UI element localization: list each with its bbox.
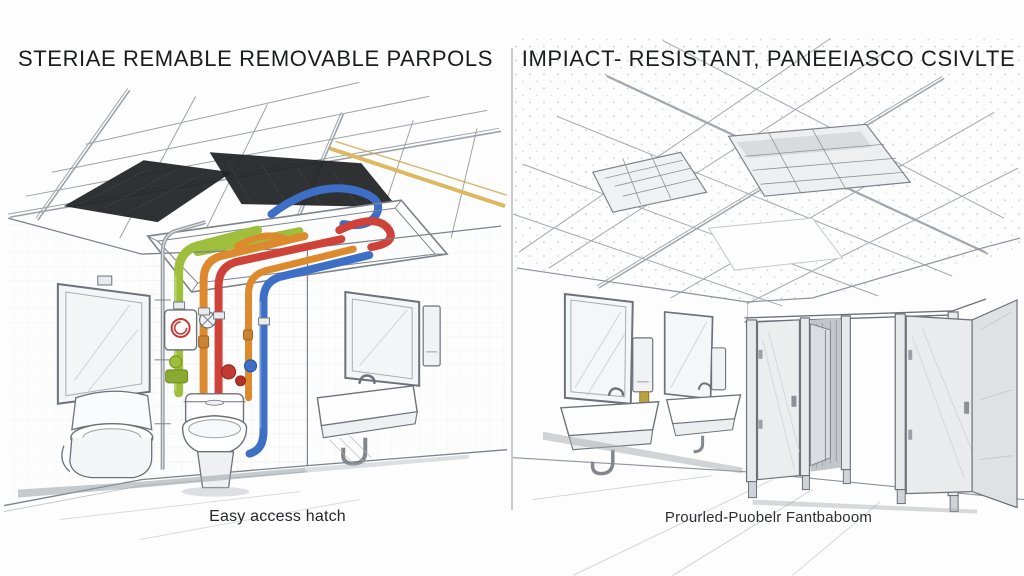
stall-door-1 xyxy=(756,319,801,481)
mirror-left xyxy=(56,275,151,405)
mirror-1 xyxy=(563,292,634,405)
open-door-panel xyxy=(809,323,831,467)
sink-right xyxy=(316,374,418,466)
toilet-stalls xyxy=(744,298,1018,514)
wall-conduit-gray xyxy=(154,220,207,470)
sink-2 xyxy=(665,382,742,454)
pilaster xyxy=(894,313,906,491)
right-panel-title: IMPIACT- RESISTANT, PANEEIASCO CSIVLTE xyxy=(521,46,1016,71)
stall-door-3 xyxy=(905,315,973,495)
floor-shadows xyxy=(17,454,470,540)
wall-base-shadow xyxy=(542,431,743,474)
pilaster xyxy=(840,315,851,471)
soap-dispenser-1 xyxy=(632,337,654,393)
stall-return-panel xyxy=(971,299,1018,509)
pipe-green xyxy=(174,225,262,398)
pilaster xyxy=(745,319,758,483)
pipe-fittings xyxy=(163,301,270,387)
stall-open xyxy=(809,317,841,472)
wall-toilet-left xyxy=(61,390,154,479)
ceiling-light-panel xyxy=(707,217,844,271)
ceiling-grille-left xyxy=(591,151,708,213)
ceiling-grille-right xyxy=(727,123,912,197)
right-panel-caption: Prourled-Puobelr Fantbaboom xyxy=(664,509,873,526)
mirror-right xyxy=(344,290,441,387)
stall-shadow xyxy=(752,499,978,514)
soap-dispenser-2 xyxy=(711,347,727,391)
valve-red xyxy=(220,364,237,380)
panel-divider xyxy=(511,48,513,510)
dispenser xyxy=(422,305,441,367)
stall-feet xyxy=(748,469,959,513)
left-panel: STERIAE REMABLE REMOVABLE PARPOLS Easy a… xyxy=(0,0,511,576)
pilaster xyxy=(799,317,811,477)
valve-blue xyxy=(243,359,258,373)
pipe-orange-2 xyxy=(245,245,357,402)
wall-pipes xyxy=(174,225,374,458)
right-illustration xyxy=(513,34,1024,576)
valve-green xyxy=(169,355,183,369)
pipe-blue xyxy=(259,251,374,436)
left-panel-caption: Easy access hatch xyxy=(209,508,346,525)
pipe-orange xyxy=(199,232,309,424)
pipe-red xyxy=(214,235,346,398)
right-panel: IMPIACT- RESISTANT, PANEEIASCO CSIVLTE P… xyxy=(513,0,1024,576)
hatch-texture xyxy=(79,162,358,213)
ceiling-conduit-yellow xyxy=(328,140,508,209)
sink-1 xyxy=(559,387,660,476)
door-latch xyxy=(964,401,970,414)
left-panel-title: STERIAE REMABLE REMOVABLE PARPOLS xyxy=(17,46,493,71)
door-latch xyxy=(791,395,797,407)
left-illustration xyxy=(3,81,508,540)
mirror-2 xyxy=(663,311,714,400)
ceiling-pipes xyxy=(193,184,395,257)
ceiling-hatch-opening-left xyxy=(63,160,232,223)
washroom-fixtures xyxy=(542,292,743,476)
